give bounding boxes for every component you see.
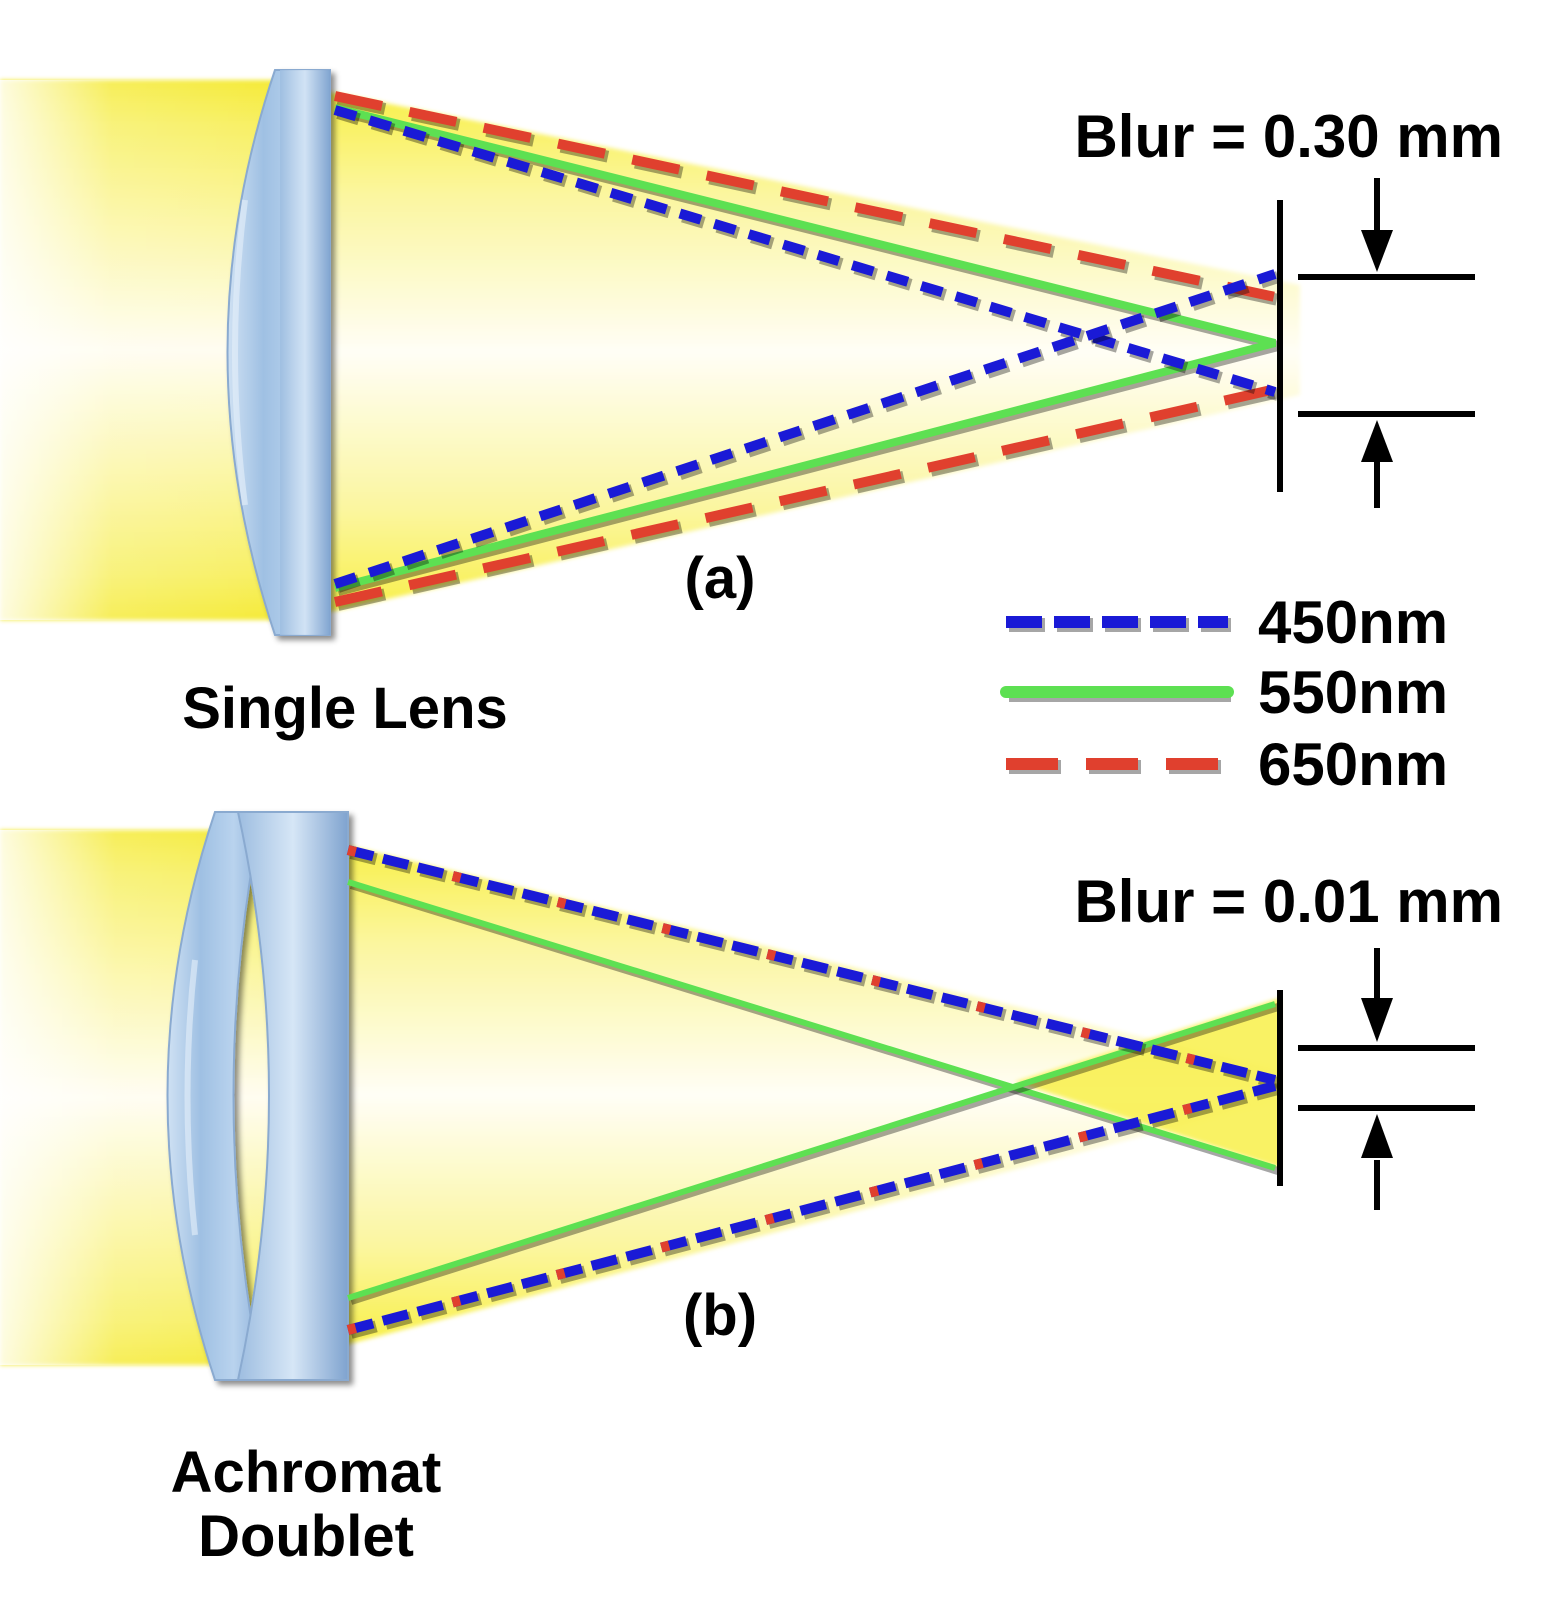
lens-label-doublet: Doublet bbox=[198, 1504, 414, 1569]
legend-item-450nm: 450nm bbox=[1006, 589, 1448, 656]
panel-b: Blur = 0.01 mm (b) Achromat Doublet bbox=[0, 811, 1503, 1569]
arrow-up-icon bbox=[1361, 420, 1393, 462]
lens-label-single: Single Lens bbox=[182, 676, 508, 741]
rays-450nm-a bbox=[333, 105, 1280, 593]
legend-item-550nm: 550nm bbox=[1000, 659, 1448, 726]
blur-indicator-a bbox=[1298, 178, 1475, 508]
lens-label-achromat: Achromat bbox=[171, 1440, 442, 1505]
blur-label-a: Blur = 0.30 mm bbox=[1074, 103, 1503, 170]
panel-a: Blur = 0.30 mm (a) Single Lens bbox=[0, 69, 1503, 741]
light-cone-a bbox=[330, 92, 1300, 612]
blur-indicator-b bbox=[1298, 948, 1475, 1210]
panel-tag-b: (b) bbox=[683, 1283, 757, 1348]
legend-label-650nm: 650nm bbox=[1258, 731, 1448, 798]
legend-item-650nm: 650nm bbox=[1006, 731, 1448, 798]
rays-650nm-a bbox=[333, 91, 1285, 611]
arrow-down-icon bbox=[1361, 998, 1393, 1042]
achromat-doublet-lens bbox=[166, 811, 349, 1381]
blur-label-b: Blur = 0.01 mm bbox=[1074, 868, 1503, 935]
single-lens bbox=[226, 69, 331, 636]
rays-450-650nm-b bbox=[346, 845, 1280, 1339]
legend-label-450nm: 450nm bbox=[1258, 589, 1448, 656]
arrow-down-icon bbox=[1361, 230, 1393, 272]
panel-tag-a: (a) bbox=[685, 546, 756, 611]
legend-label-550nm: 550nm bbox=[1258, 659, 1448, 726]
light-cone-b bbox=[345, 845, 1280, 1345]
legend: 450nm 550nm 650nm bbox=[1000, 589, 1448, 798]
arrow-up-icon bbox=[1361, 1114, 1393, 1158]
